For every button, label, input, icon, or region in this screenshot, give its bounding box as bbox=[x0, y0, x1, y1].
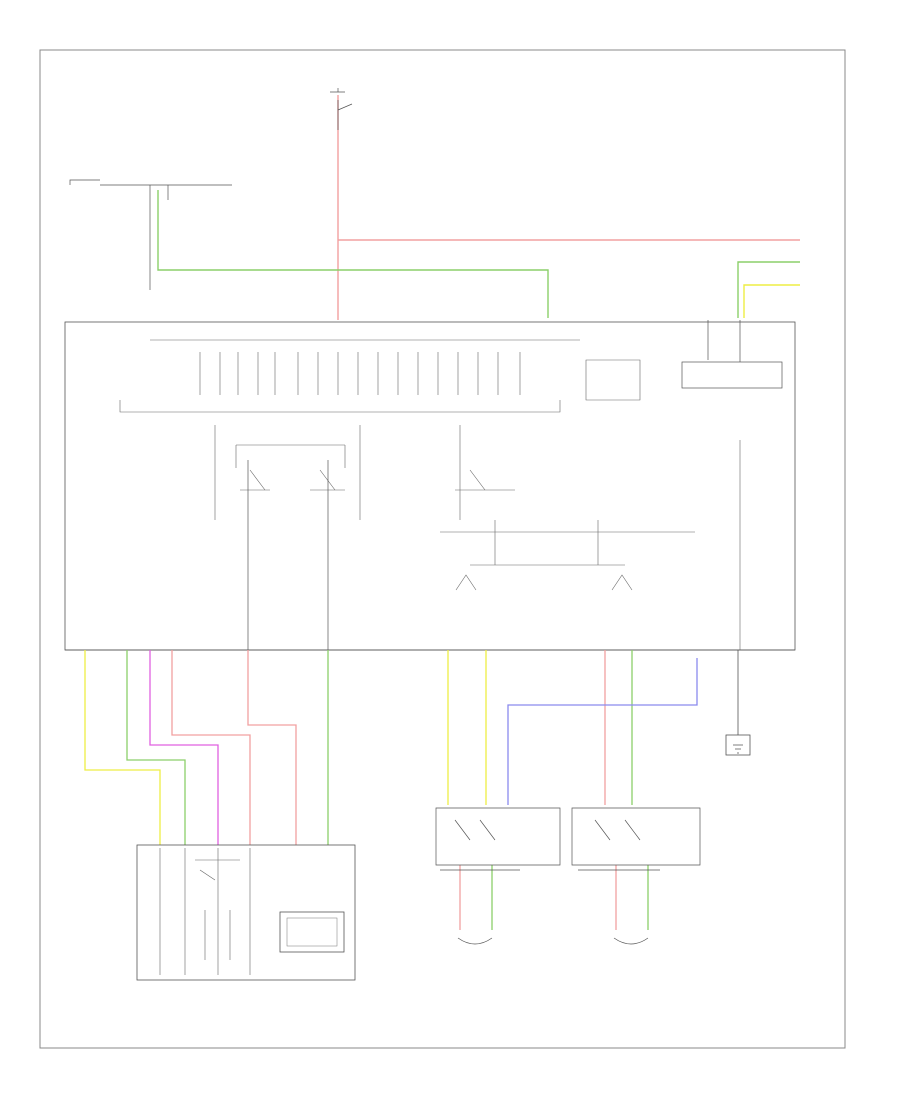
magenta-wire-1 bbox=[149, 650, 219, 845]
door-switch-internals bbox=[159, 848, 251, 975]
top-fuse-lines bbox=[69, 88, 741, 362]
control-module-box bbox=[64, 321, 796, 651]
blue-wire-1 bbox=[507, 658, 698, 805]
relay-icon bbox=[279, 911, 345, 953]
module-internal-lines bbox=[119, 339, 741, 650]
door-switch-box bbox=[136, 844, 356, 981]
red-wire-2 bbox=[247, 650, 297, 845]
diagram-frame bbox=[39, 49, 846, 1049]
top-feeds bbox=[157, 95, 800, 320]
regulator-box bbox=[681, 361, 783, 389]
right-motor-switch bbox=[571, 807, 701, 945]
right-yellow-wire bbox=[743, 284, 800, 318]
ground-icon bbox=[725, 734, 751, 756]
yellow-wire-1 bbox=[84, 650, 161, 845]
left-motor-switch bbox=[435, 807, 561, 945]
right-green-wire bbox=[737, 261, 800, 318]
red-wire-1 bbox=[171, 650, 251, 845]
green-feed-wire bbox=[157, 190, 549, 318]
green-wire-1 bbox=[126, 650, 186, 845]
output-wires bbox=[84, 460, 739, 930]
